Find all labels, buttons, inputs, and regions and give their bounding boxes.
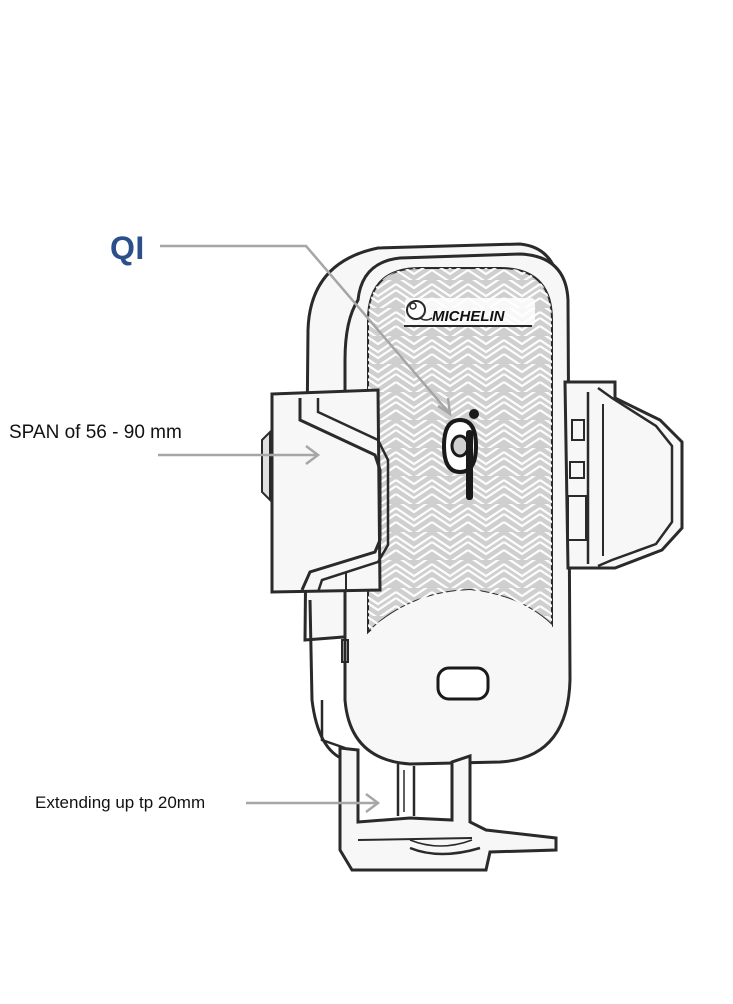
span-label: SPAN of 56 - 90 mm — [9, 422, 182, 443]
span-callout-arrow — [158, 445, 321, 465]
right-clamp-arm — [563, 380, 684, 570]
qi-logo-icon — [441, 409, 479, 500]
left-clamp-arm — [261, 388, 390, 594]
qi-callout-arrow — [160, 244, 452, 417]
michelin-logo-icon — [404, 298, 535, 327]
extend-label: Extending up tp 20mm — [35, 793, 206, 812]
extend-callout-arrow — [246, 793, 381, 813]
michelin-logo-text: MICHELIN — [432, 308, 506, 325]
power-button — [436, 666, 490, 701]
qi-label: QI — [110, 230, 145, 266]
bottom-support-foot — [338, 746, 558, 872]
